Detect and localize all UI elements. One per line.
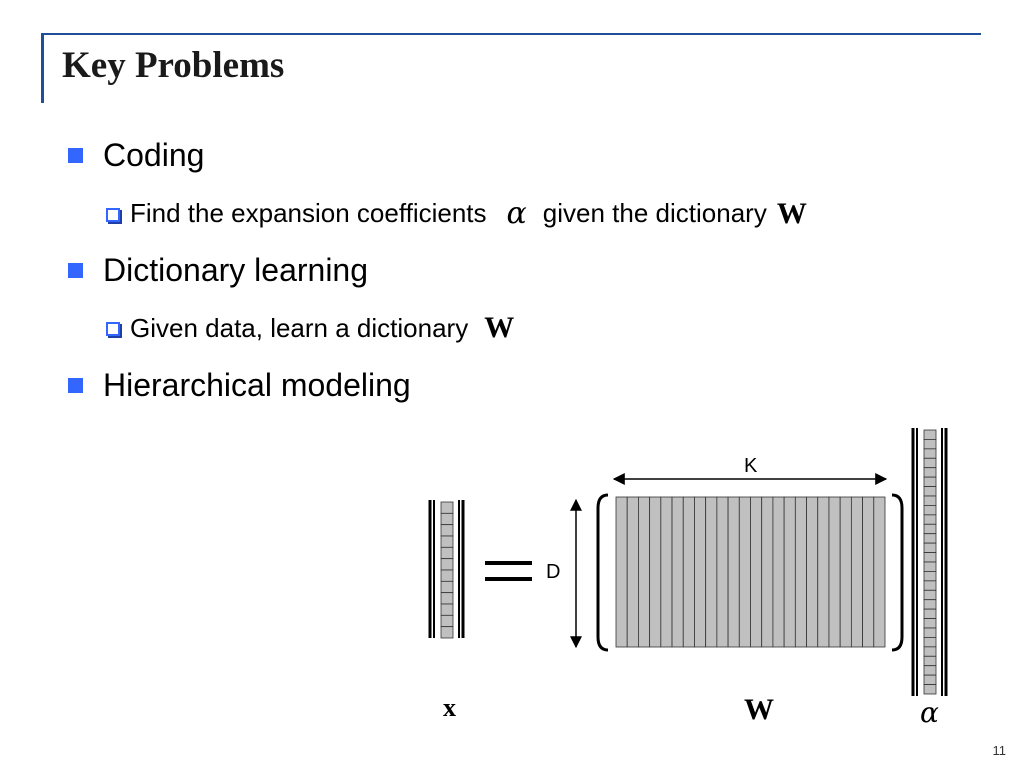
alpha-cell <box>923 439 937 450</box>
W-column <box>772 496 785 648</box>
x-cell <box>440 512 454 526</box>
x-cell <box>440 603 454 616</box>
alpha-cell <box>923 561 937 572</box>
alpha-cell <box>923 608 937 619</box>
alpha-cell <box>923 580 937 591</box>
W-column <box>694 496 707 648</box>
W-column <box>750 496 763 648</box>
alpha-cell <box>923 589 937 601</box>
W-label: W <box>744 693 774 726</box>
x-cell <box>440 626 454 639</box>
alpha-cell <box>923 486 937 497</box>
alpha-cell <box>923 571 937 582</box>
alpha-cell <box>923 467 937 478</box>
x-cell <box>440 535 454 548</box>
x-cell <box>440 501 454 514</box>
W-column <box>705 496 718 648</box>
W-column <box>794 496 807 648</box>
bullet-dictionary-learning: Dictionary learning <box>68 252 368 289</box>
bullet-hierarchical: Hierarchical modeling <box>68 367 411 404</box>
alpha-cell <box>923 457 937 469</box>
square-bullet-icon <box>68 378 83 393</box>
square-bullet-icon <box>68 263 83 278</box>
alpha-symbol: α <box>506 196 527 231</box>
W-paren-right <box>891 493 904 652</box>
K-label: K <box>744 455 758 477</box>
W-column <box>638 496 651 648</box>
W-symbol: W <box>484 311 515 344</box>
x-cell <box>440 592 454 605</box>
W-column <box>850 496 863 648</box>
hollow-square-bullet-icon <box>106 322 120 336</box>
alpha-cell <box>923 655 937 667</box>
square-bullet-icon <box>68 148 83 163</box>
sub-bullet-text-2: given the dictionary <box>542 198 767 228</box>
W-symbol: W <box>776 196 807 230</box>
W-column <box>839 496 852 648</box>
x-cell <box>440 569 454 582</box>
W-column <box>716 496 729 648</box>
alpha-cell <box>923 552 937 563</box>
alpha-cell <box>923 599 937 610</box>
alpha-cell <box>923 618 937 629</box>
alpha-cell <box>923 523 937 535</box>
alpha-vector <box>923 429 937 695</box>
alpha-cell <box>923 429 937 440</box>
W-column <box>862 496 875 648</box>
alpha-cell <box>923 646 937 657</box>
W-column <box>682 496 695 648</box>
W-column <box>615 496 628 648</box>
W-column <box>727 496 740 648</box>
W-column <box>738 496 751 648</box>
alpha-cell <box>923 637 937 648</box>
sub-bullet-dictionary: Given data, learn a dictionary W <box>106 311 514 345</box>
bullet-coding: Coding <box>68 137 204 174</box>
alpha-cell <box>923 684 937 695</box>
W-column <box>817 496 830 648</box>
alpha-cell <box>923 476 937 487</box>
slide-title: Key Problems <box>62 45 285 86</box>
W-column <box>649 496 662 648</box>
bullet-label: Hierarchical modeling <box>103 367 411 403</box>
sub-bullet-text: Find the expansion coefficients <box>130 198 487 228</box>
W-column <box>761 496 774 648</box>
alpha-cell <box>923 533 937 544</box>
sub-bullet-text: Given data, learn a dictionary <box>130 312 469 343</box>
sub-bullet-coding: Find the expansion coefficients α given … <box>106 196 807 231</box>
x-cell <box>440 614 454 628</box>
alpha-label: α <box>920 696 939 729</box>
W-paren-left <box>596 493 609 652</box>
W-column <box>806 496 819 648</box>
W-column <box>660 496 673 648</box>
W-column <box>828 496 841 648</box>
x-label: x <box>443 693 456 722</box>
W-column <box>873 496 886 648</box>
bullet-label: Coding <box>103 137 205 173</box>
bullet-label: Dictionary learning <box>103 252 369 288</box>
alpha-cell <box>923 495 937 506</box>
alpha-cell <box>923 514 937 525</box>
x-cell <box>440 524 454 537</box>
W-column <box>783 496 796 648</box>
D-label: D <box>546 561 561 583</box>
x-cell <box>440 558 454 571</box>
title-rule <box>43 33 981 35</box>
W-column <box>626 496 639 648</box>
W-column <box>671 496 684 648</box>
hollow-square-bullet-icon <box>106 207 120 222</box>
x-vector <box>440 501 454 639</box>
W-matrix <box>615 496 886 648</box>
alpha-cell <box>923 627 937 638</box>
alpha-cell <box>923 448 937 459</box>
alpha-cell <box>923 674 937 685</box>
x-cell <box>440 546 454 560</box>
alpha-cell <box>923 505 937 516</box>
x-cell <box>440 580 454 594</box>
title-side-rule <box>41 33 44 103</box>
page-number: 11 <box>992 743 1007 758</box>
alpha-cell <box>923 542 937 553</box>
alpha-cell <box>923 665 937 676</box>
